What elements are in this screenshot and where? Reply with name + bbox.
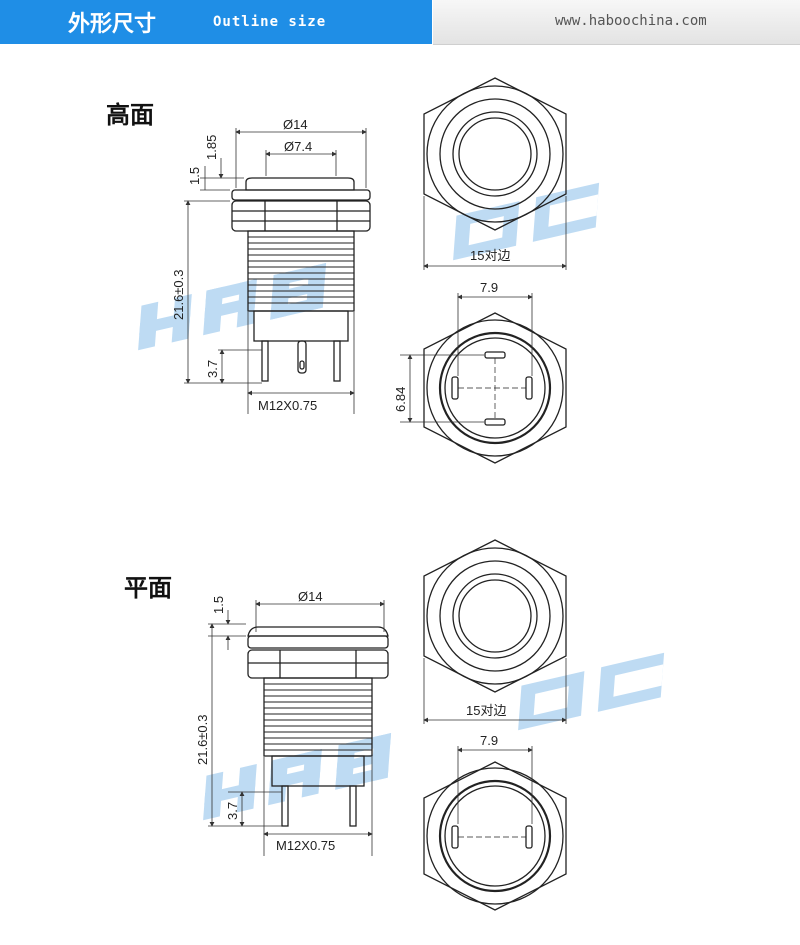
watermark-top — [138, 263, 327, 351]
watermark-bottom-right — [518, 652, 665, 731]
top-view-flat — [423, 539, 567, 693]
dim-flat-diameter-outer: Ø14 — [298, 589, 323, 604]
header-bar: 外形尺寸 Outline size — [0, 0, 432, 44]
view-label-high: 高面 — [106, 101, 154, 129]
dim-high-terminal-spacing: 7.9 — [480, 280, 498, 295]
dim-high-flange-height: 1.5 — [187, 167, 202, 185]
dim-high-diameter-inner: Ø7.4 — [284, 139, 312, 154]
dims-high — [184, 128, 367, 414]
dim-high-terminal-height: 6.84 — [393, 387, 408, 412]
dim-flat-thread: M12X0.75 — [276, 838, 335, 853]
side-view-flat — [247, 626, 389, 827]
view-label-flat: 平面 — [124, 574, 172, 602]
dim-flat-across-flats: 15对边 — [466, 703, 506, 718]
dim-high-across-flats: 15对边 — [470, 248, 510, 263]
bottom-view-high — [423, 312, 567, 464]
dim-line-across-flats-flat — [423, 658, 567, 724]
side-view-high — [231, 177, 371, 382]
dim-line-terminal-spacing-flat — [457, 746, 533, 824]
website-url[interactable]: www.haboochina.com — [555, 13, 707, 29]
header-subtitle: Outline size — [213, 14, 327, 30]
dim-lines-bottom-high — [400, 293, 533, 423]
dim-flat-flange-height: 1.5 — [211, 596, 226, 614]
dim-flat-length: 21.6±0.3 — [195, 714, 210, 765]
dim-line-across-flats-high — [423, 196, 567, 270]
dim-flat-terminal-length: 3.7 — [225, 802, 240, 820]
bottom-view-flat — [423, 761, 567, 911]
top-view-high — [423, 77, 567, 231]
dim-high-length: 21.6±0.3 — [171, 269, 186, 320]
dim-high-diameter-outer: Ø14 — [283, 117, 308, 132]
dim-high-cap-height: 1.85 — [204, 135, 219, 160]
dim-flat-terminal-spacing: 7.9 — [480, 733, 498, 748]
dim-high-thread: M12X0.75 — [258, 398, 317, 413]
header-url-box: www.haboochina.com — [433, 0, 800, 45]
dim-high-terminal-length: 3.7 — [205, 360, 220, 378]
dims-flat — [208, 600, 385, 856]
header-title: 外形尺寸 — [68, 12, 157, 37]
